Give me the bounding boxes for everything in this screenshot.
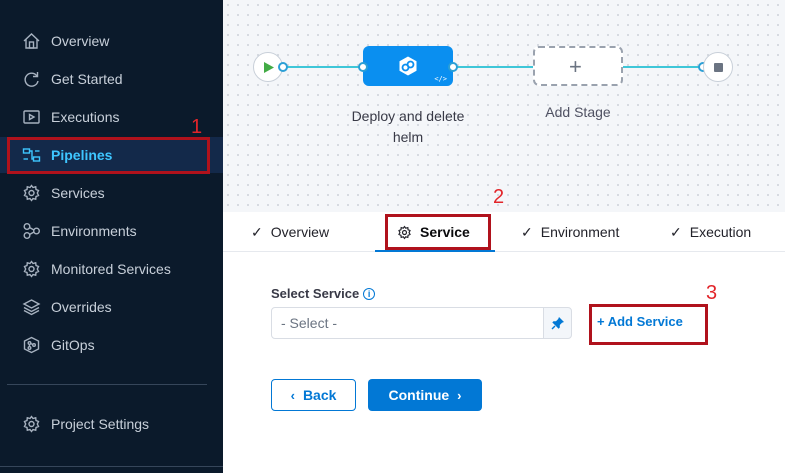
home-icon xyxy=(22,32,41,50)
sidebar-item-pipelines[interactable]: Pipelines xyxy=(0,137,223,173)
sidebar-item-monitored-services[interactable]: Monitored Services xyxy=(0,251,223,287)
stop-icon xyxy=(714,63,723,72)
info-icon[interactable]: i xyxy=(363,287,376,300)
check-icon: ✓ xyxy=(251,223,263,240)
tab-service[interactable]: Service xyxy=(397,212,470,252)
connector-dot xyxy=(358,62,368,72)
sidebar-item-label: GitOps xyxy=(51,337,95,353)
tab-label: Execution xyxy=(689,224,752,240)
tab-environment[interactable]: ✓ Environment xyxy=(521,212,619,252)
sidebar-item-label: Monitored Services xyxy=(51,261,171,277)
tab-overview[interactable]: ✓ Overview xyxy=(251,212,329,252)
stage-tabs xyxy=(223,212,785,252)
refresh-icon xyxy=(22,70,41,88)
gear-icon xyxy=(22,184,41,202)
sidebar-item-label: Project Settings xyxy=(51,416,150,432)
executions-icon xyxy=(22,108,41,126)
sidebar-item-executions[interactable]: Executions xyxy=(0,99,223,135)
sidebar-item-environments[interactable]: Environments xyxy=(0,213,223,249)
helm-deploy-icon xyxy=(399,56,417,76)
connector-dot xyxy=(278,62,288,72)
sidebar: Overview Get Started Executions Pipeline… xyxy=(0,0,223,473)
stage-code-tag: </> xyxy=(434,75,447,83)
highlight-box-service-tab xyxy=(385,214,491,250)
sidebar-item-label: Environments xyxy=(51,223,137,239)
sidebar-item-gitops[interactable]: GitOps xyxy=(0,327,223,363)
pipeline-canvas[interactable] xyxy=(223,0,785,212)
stage-label: Deploy and delete helm xyxy=(351,108,465,145)
button-label: Back xyxy=(302,387,337,403)
monitored-services-icon xyxy=(22,260,41,278)
sidebar-item-overrides[interactable]: Overrides xyxy=(0,289,223,325)
active-tab-indicator xyxy=(375,250,495,252)
tab-label: Environment xyxy=(540,224,620,240)
connector-dot xyxy=(448,62,458,72)
sidebar-item-label: Pipelines xyxy=(51,147,113,163)
gitops-icon xyxy=(22,336,41,354)
select-service-dropdown[interactable]: - Select - xyxy=(271,307,544,339)
sidebar-item-label: Overview xyxy=(51,33,110,49)
highlight-box-pipelines xyxy=(7,137,210,174)
pipeline-end-node xyxy=(703,52,733,82)
sidebar-divider xyxy=(7,384,207,385)
annotation-number: 1 xyxy=(191,116,203,138)
sidebar-item-label: Executions xyxy=(51,109,120,125)
layers-icon xyxy=(22,298,41,316)
button-label: Continue xyxy=(388,387,450,403)
check-icon: ✓ xyxy=(670,223,682,240)
gear-icon xyxy=(398,225,411,239)
back-button[interactable]: ‹ Back xyxy=(271,379,356,411)
pin-button[interactable] xyxy=(543,307,572,339)
plus-icon: + xyxy=(569,54,582,79)
add-stage-button[interactable]: + xyxy=(533,46,623,86)
annotation-number: 2 xyxy=(493,186,505,208)
sidebar-item-label: Get Started xyxy=(51,71,123,87)
select-service-label: Select Service i xyxy=(271,286,376,301)
add-service-button[interactable]: + Add Service xyxy=(597,314,683,329)
gear-icon xyxy=(22,415,41,433)
tab-execution[interactable]: ✓ Execution xyxy=(670,212,751,252)
continue-button[interactable]: Continue › xyxy=(368,379,482,411)
stage-node-deploy[interactable]: </> xyxy=(363,46,453,86)
pipeline-connector xyxy=(283,66,363,68)
sidebar-item-overview[interactable]: Overview xyxy=(0,23,223,59)
chevron-left-icon: ‹ xyxy=(290,387,295,403)
pipeline-start-node xyxy=(253,52,283,82)
pipelines-icon xyxy=(22,146,41,164)
highlight-box-add-service xyxy=(589,304,708,345)
sidebar-item-project-settings[interactable]: Project Settings xyxy=(0,406,223,442)
sidebar-item-services[interactable]: Services xyxy=(0,175,223,211)
sidebar-item-label: Services xyxy=(51,185,105,201)
sidebar-item-get-started[interactable]: Get Started xyxy=(0,61,223,97)
chevron-right-icon: › xyxy=(457,387,462,403)
tab-label: Overview xyxy=(270,224,330,240)
sidebar-divider xyxy=(0,466,223,467)
add-stage-label: Add Stage xyxy=(545,104,611,120)
check-icon: ✓ xyxy=(521,223,533,240)
annotation-number: 3 xyxy=(706,282,718,304)
play-icon xyxy=(264,62,274,73)
sidebar-item-label: Overrides xyxy=(51,299,112,315)
select-placeholder: - Select - xyxy=(281,315,338,331)
pipeline-connector xyxy=(623,66,703,68)
pipeline-connector xyxy=(453,66,533,68)
tab-label: Service xyxy=(420,224,470,240)
pin-icon xyxy=(551,317,564,330)
field-label-text: Select Service xyxy=(271,286,360,301)
environments-icon xyxy=(22,222,41,240)
